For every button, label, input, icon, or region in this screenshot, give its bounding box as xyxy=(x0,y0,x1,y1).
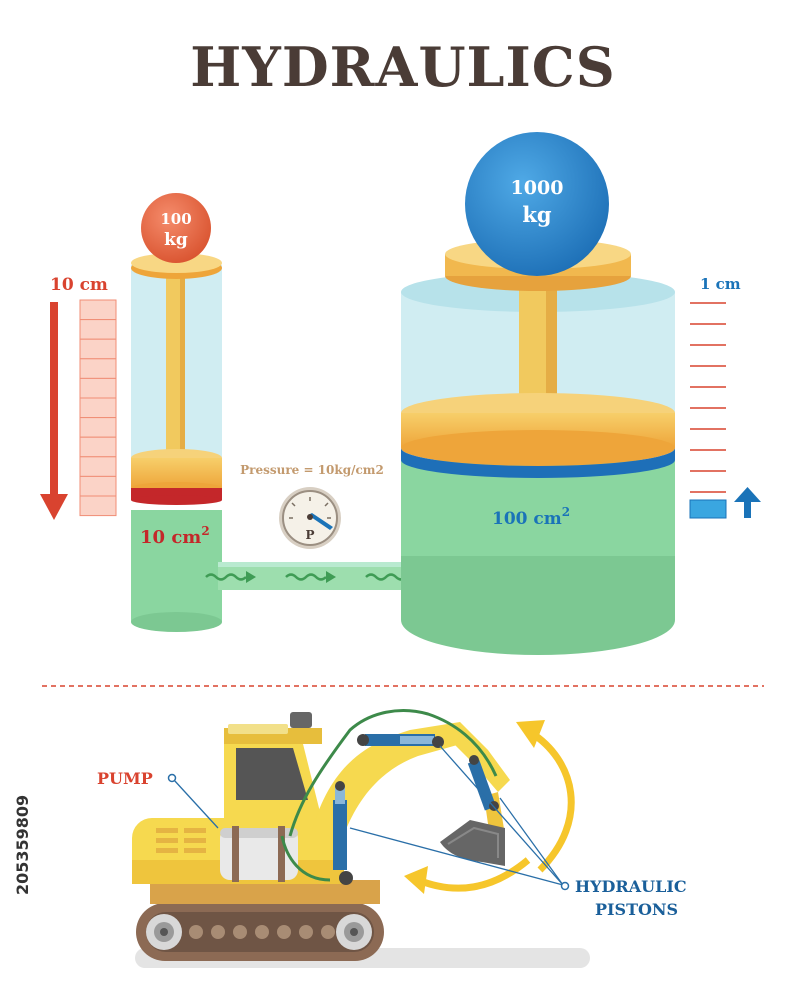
ruler-segment xyxy=(79,456,117,477)
excavator xyxy=(132,709,590,968)
small-travel-label: 10 cm xyxy=(50,275,108,295)
small-weight-ball: 100 kg xyxy=(141,193,211,263)
small-area-label: 10 cm2 xyxy=(140,524,210,548)
large-weight-value: 1000 xyxy=(511,177,564,199)
large-weight-ball: 1000 kg xyxy=(465,132,609,276)
track-wheel xyxy=(299,925,313,939)
up-arrow-icon xyxy=(734,487,761,518)
piston-lift xyxy=(333,781,353,885)
ruler-segment xyxy=(79,417,117,438)
pistons-label-line1: HYDRAULIC xyxy=(575,877,687,896)
track-wheel xyxy=(233,925,247,939)
ruler-segment xyxy=(79,319,117,340)
small-weight-value: 100 xyxy=(160,210,191,228)
large-travel-ruler xyxy=(689,302,727,519)
page-title: HYDRAULICS xyxy=(190,35,615,99)
ruler-segment xyxy=(79,299,117,321)
large-weight-unit: kg xyxy=(522,202,552,227)
track-wheels xyxy=(189,925,335,939)
large-travel-label: 1 cm xyxy=(700,275,741,293)
ruler-segment xyxy=(79,338,117,360)
large-area-label: 100 cm2 xyxy=(492,505,570,529)
ruler-segment xyxy=(79,377,117,399)
ruler-segment xyxy=(79,436,117,458)
track-wheel xyxy=(211,925,225,939)
pressure-gauge-icon: P xyxy=(279,487,341,549)
piston-arm xyxy=(357,734,444,748)
large-cylinder xyxy=(401,239,675,655)
track-wheel xyxy=(255,925,269,939)
small-weight-unit: kg xyxy=(164,230,188,250)
ruler-segment xyxy=(79,397,117,419)
ruler-segment xyxy=(79,475,117,497)
pistons-label-line2: PISTONS xyxy=(595,900,678,919)
track-wheel xyxy=(321,925,335,939)
down-arrow-icon xyxy=(40,302,68,520)
pressure-label: Pressure = 10kg/cm2 xyxy=(240,463,384,477)
track-wheel xyxy=(189,925,203,939)
small-travel-ruler xyxy=(79,299,117,517)
track-wheel xyxy=(277,925,291,939)
pump-label: PUMP xyxy=(97,769,153,788)
gauge-letter: P xyxy=(305,528,314,542)
ruler-moved-segment xyxy=(689,499,727,519)
small-cylinder xyxy=(131,253,222,632)
stock-id: 205359809 xyxy=(13,795,32,895)
connecting-pipe xyxy=(205,562,416,590)
ruler-segment xyxy=(79,495,117,517)
ruler-segment xyxy=(79,358,117,379)
